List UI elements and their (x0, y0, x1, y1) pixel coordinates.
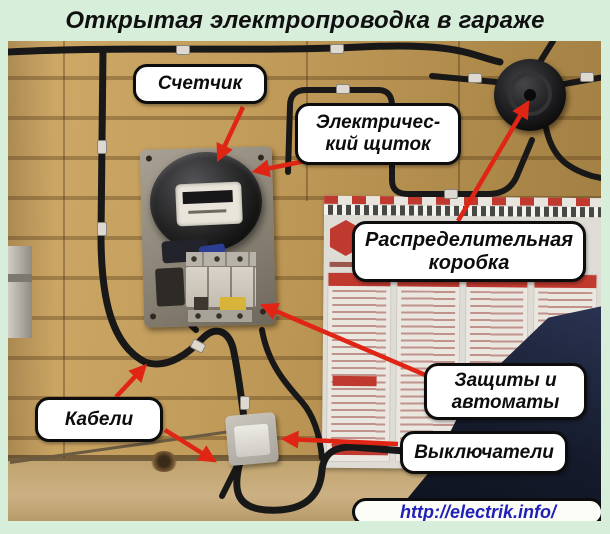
poster-red-chip (332, 375, 377, 387)
gray-pipe (8, 246, 32, 338)
poster-spiral-binding (324, 204, 601, 218)
wall-switch (224, 411, 280, 467)
poster-red-chip (331, 441, 389, 456)
image-title: Открытая электропроводка в гараже (65, 6, 545, 34)
cable-clip (176, 45, 190, 55)
callout-breakers: Защиты и автоматы (424, 363, 587, 420)
meter-serial-line (188, 209, 227, 214)
cable-clip (444, 189, 458, 199)
switch-rocker (233, 423, 271, 458)
cable-clip (330, 44, 344, 54)
cable-clip (336, 84, 350, 94)
watermark-url: http://electrik.info/ (352, 498, 601, 521)
cable-clip (97, 222, 107, 236)
terminal-row-bottom (188, 310, 252, 322)
cable-clip (468, 73, 482, 83)
cable-clip (580, 72, 594, 82)
cable-clip (97, 140, 107, 154)
plank-seam (63, 41, 65, 461)
callout-switches: Выключатели (400, 431, 568, 474)
cable-clip (240, 396, 250, 410)
junction-box-hub (524, 89, 536, 101)
junction-box-lid (508, 72, 552, 116)
callout-panel: Электричес- кий щиток (295, 103, 461, 165)
junction-box (494, 59, 566, 131)
callout-junction-box: Распределительная коробка (352, 221, 586, 282)
callout-cables: Кабели (35, 397, 163, 442)
terminal-row (186, 252, 256, 266)
poster-column (325, 271, 392, 463)
wood-knot (150, 451, 178, 472)
panel-side-block (155, 267, 185, 307)
meter-display (182, 189, 233, 205)
photo-area: Счетчик Электричес- кий щиток Распредели… (8, 41, 601, 521)
floor-shadow (8, 455, 428, 461)
callout-meter: Счетчик (133, 64, 267, 104)
photo-scene: Счетчик Электричес- кий щиток Распредели… (8, 41, 601, 521)
breaker-toggle (194, 297, 208, 313)
pipe-bracket (8, 274, 32, 282)
meter-face (175, 181, 243, 227)
